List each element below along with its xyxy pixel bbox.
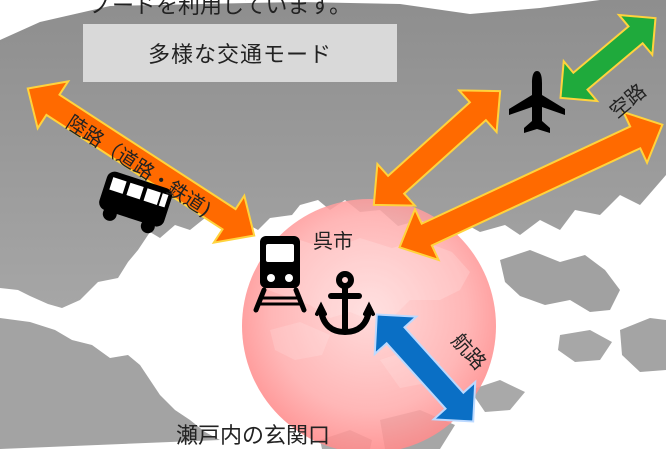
airplane-icon — [509, 71, 565, 133]
air-link-arrow-2 — [398, 110, 664, 262]
island-3 — [620, 318, 666, 372]
anchor-icon — [315, 271, 375, 336]
island-2 — [558, 330, 612, 362]
train-icon — [253, 236, 307, 313]
land-route-arrow — [26, 79, 256, 245]
title-box: 多様な交通モード — [83, 24, 397, 82]
land-south — [0, 318, 220, 449]
island-4 — [470, 380, 525, 412]
city-label: 呉市 — [313, 229, 353, 253]
sea-route-arrow — [373, 313, 477, 423]
island-1 — [500, 250, 620, 312]
bus-icon — [99, 171, 173, 234]
header-partial-text: ノードを利用しています。 — [90, 0, 352, 19]
air-route-arrow — [559, 13, 657, 103]
air-link-arrow-1 — [372, 89, 502, 207]
gateway-label: 瀬戸内の玄関口 — [176, 424, 331, 449]
title-text: 多様な交通モード — [147, 43, 332, 68]
